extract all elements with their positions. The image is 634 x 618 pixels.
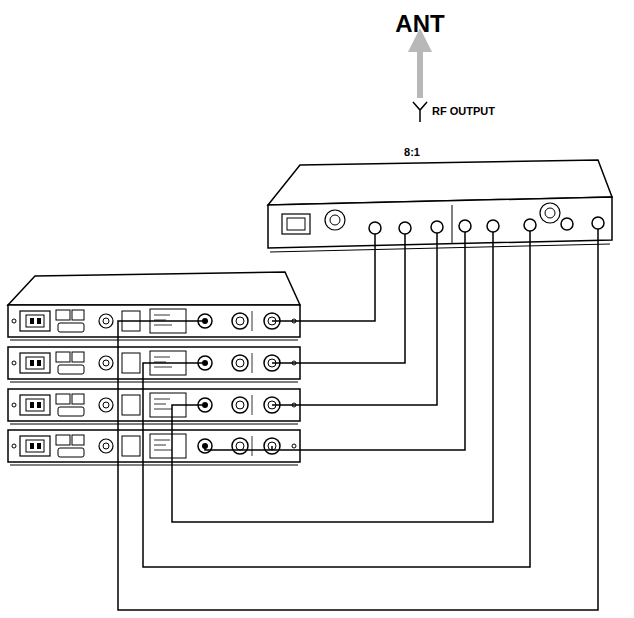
rf-cables <box>118 229 598 610</box>
antenna-symbol <box>413 102 427 122</box>
antenna-label: ANT <box>395 12 444 36</box>
transmitter-stack <box>8 272 300 465</box>
antenna-arrow <box>417 40 423 98</box>
combiner-unit <box>268 160 612 252</box>
ratio-label: 8:1 <box>404 147 420 158</box>
output-label: RF OUTPUT <box>432 106 495 117</box>
